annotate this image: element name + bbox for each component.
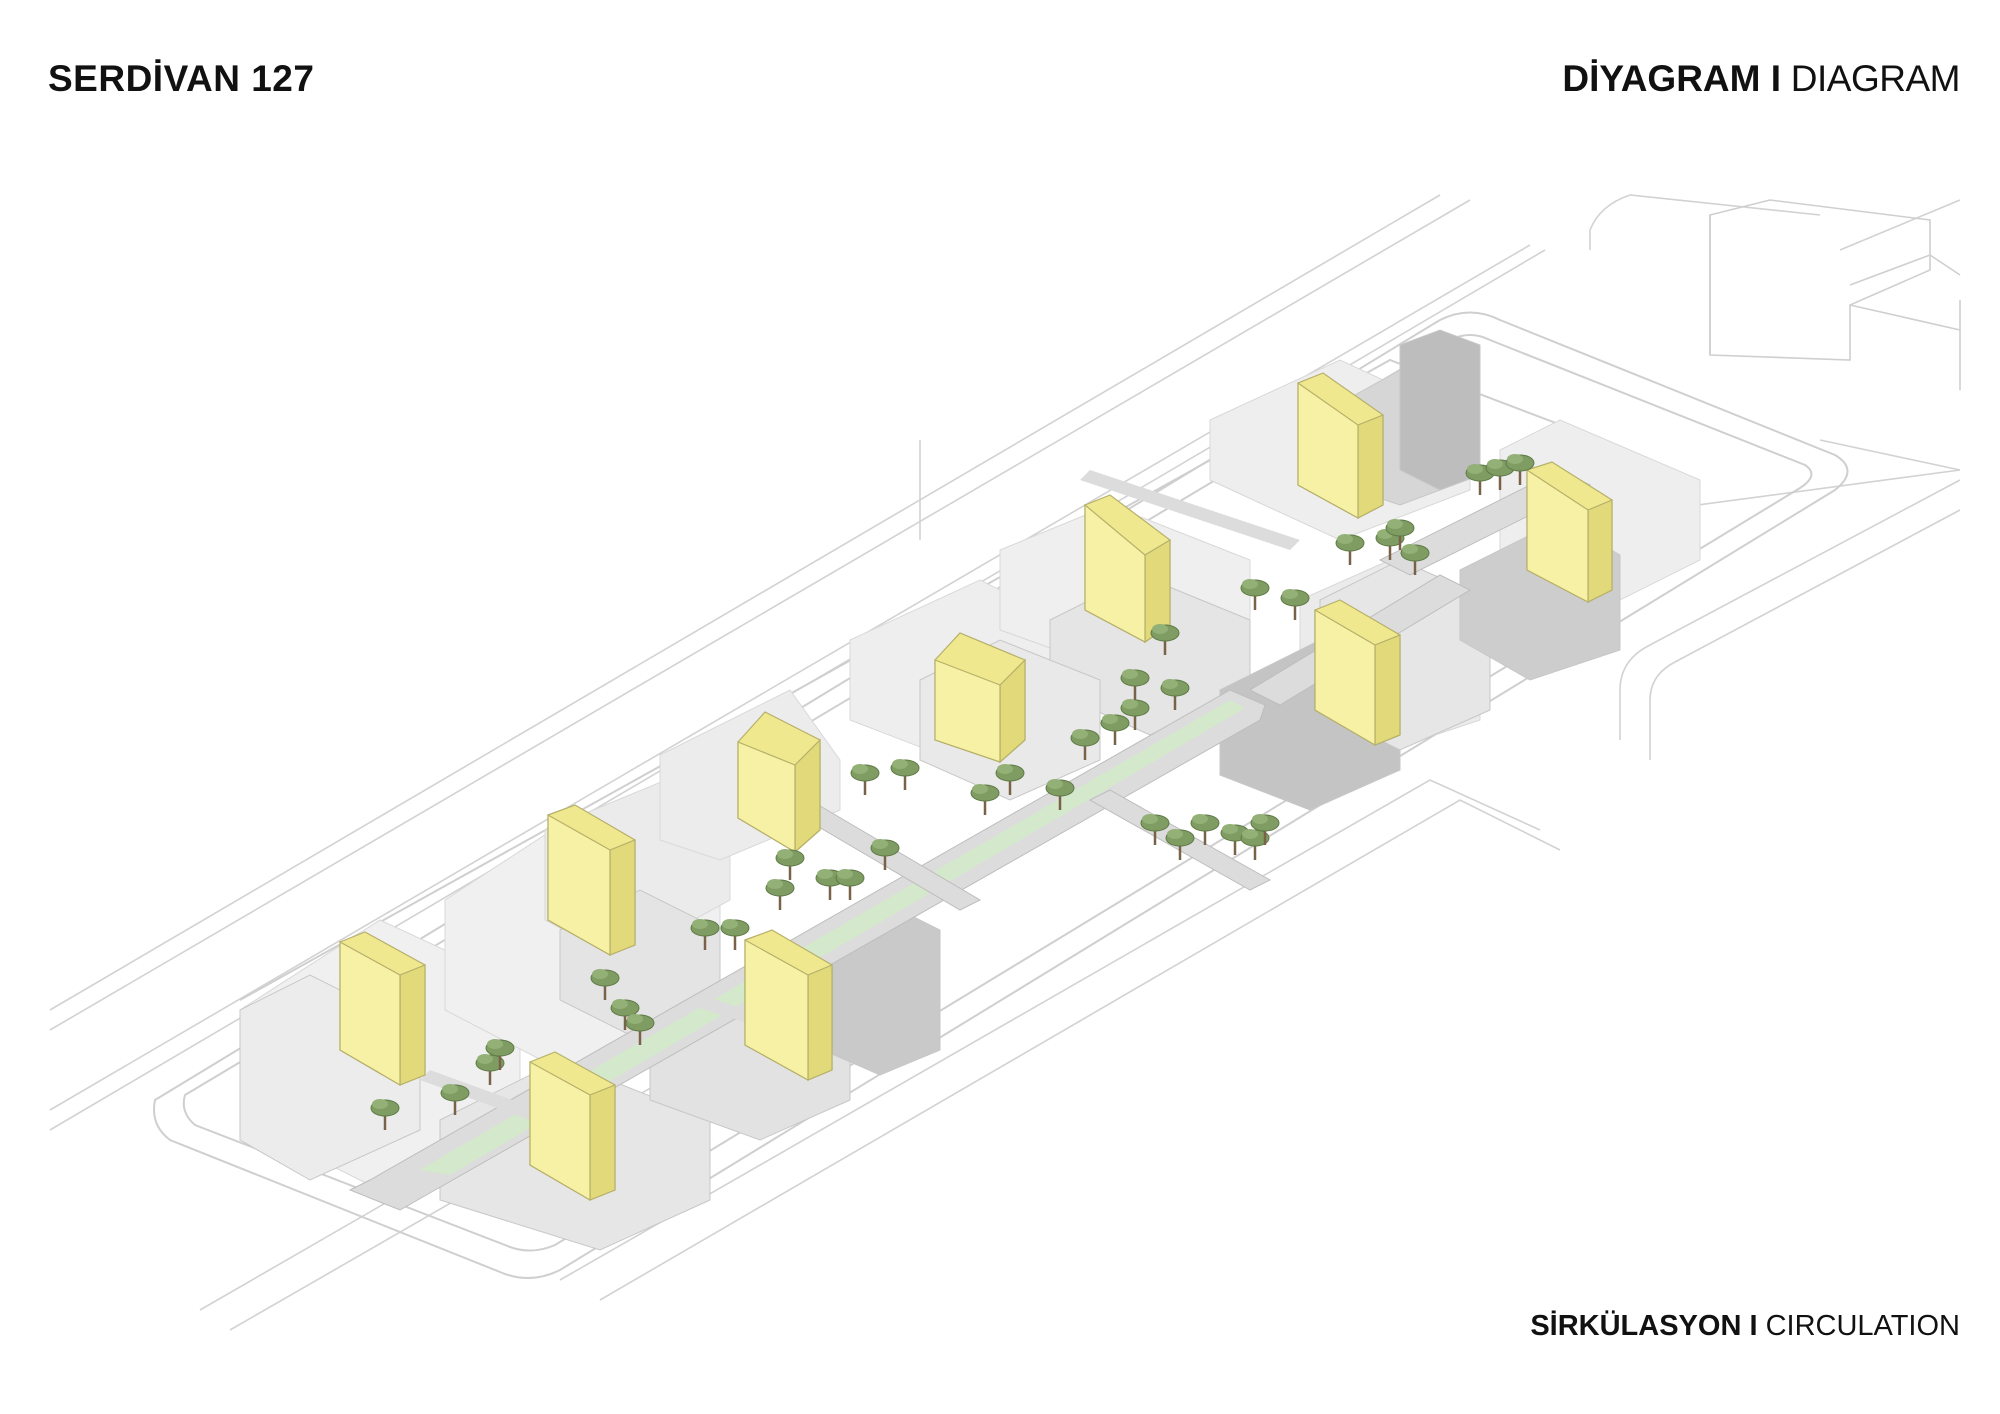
- tree-icon: [720, 919, 750, 950]
- tree-icon: [370, 1099, 400, 1130]
- building-block: [1399, 329, 1481, 491]
- tree-icon: [1100, 714, 1130, 745]
- project-title: SERDİVAN 127: [48, 58, 315, 99]
- tower-7: [1084, 494, 1171, 644]
- tree-icon: [610, 999, 640, 1030]
- tree-icon: [765, 879, 795, 910]
- tree-icon: [1220, 824, 1250, 855]
- tree-icon: [1165, 829, 1195, 860]
- tree-icon: [1240, 829, 1270, 860]
- tree-icon: [1240, 579, 1270, 610]
- tree-icon: [775, 849, 805, 880]
- diagram-caption: SİRKÜLASYON I CIRCULATION: [1530, 1310, 1960, 1343]
- tree-icon: [1250, 814, 1280, 845]
- tree-icon: [485, 1039, 515, 1070]
- tower-3: [547, 804, 636, 957]
- tree-icon: [590, 969, 620, 1000]
- trees: [370, 454, 1535, 1130]
- tree-icon: [1190, 814, 1220, 845]
- tree-icon: [970, 784, 1000, 815]
- tower-6: [934, 632, 1026, 764]
- tree-icon: [1150, 624, 1180, 655]
- tree-icon: [1160, 679, 1190, 710]
- tree-icon: [1400, 544, 1430, 575]
- caption-tr: SİRKÜLASYON I: [1530, 1310, 1758, 1342]
- tower-10: [1526, 461, 1613, 603]
- tree-icon: [1120, 669, 1150, 700]
- tower-9: [1297, 372, 1384, 520]
- caption-en: CIRCULATION: [1757, 1310, 1960, 1342]
- tree-icon: [995, 764, 1025, 795]
- sheet-title-tr: DİYAGRAM I: [1562, 58, 1782, 99]
- highlighted-towers: [339, 372, 1613, 1202]
- tree-icon: [475, 1054, 505, 1085]
- tower-2: [529, 1051, 616, 1202]
- tree-icon: [890, 759, 920, 790]
- sheet-title-en: DIAGRAM: [1781, 58, 1961, 99]
- tower-8: [1314, 599, 1401, 747]
- tree-icon: [440, 1084, 470, 1115]
- sheet-title: DİYAGRAM I DIAGRAM: [1562, 58, 1960, 100]
- tower-1: [339, 931, 426, 1087]
- tree-icon: [1070, 729, 1100, 760]
- tree-icon: [835, 869, 865, 900]
- walkway: [1080, 470, 1300, 550]
- tree-icon: [1385, 519, 1415, 550]
- tree-icon: [1140, 814, 1170, 845]
- tree-icon: [850, 764, 880, 795]
- tree-icon: [690, 919, 720, 950]
- tree-icon: [625, 1014, 655, 1045]
- tree-icon: [1045, 779, 1075, 810]
- tree-icon: [1120, 699, 1150, 730]
- tree-icon: [1505, 454, 1535, 485]
- walkway: [420, 700, 1245, 1175]
- tower-5: [737, 711, 821, 854]
- walkway: [420, 1070, 540, 1120]
- context-buildings: [1709, 199, 1961, 390]
- tree-icon: [870, 839, 900, 870]
- tree-icon: [1335, 534, 1365, 565]
- tree-icon: [1280, 589, 1310, 620]
- tower-4: [744, 929, 833, 1082]
